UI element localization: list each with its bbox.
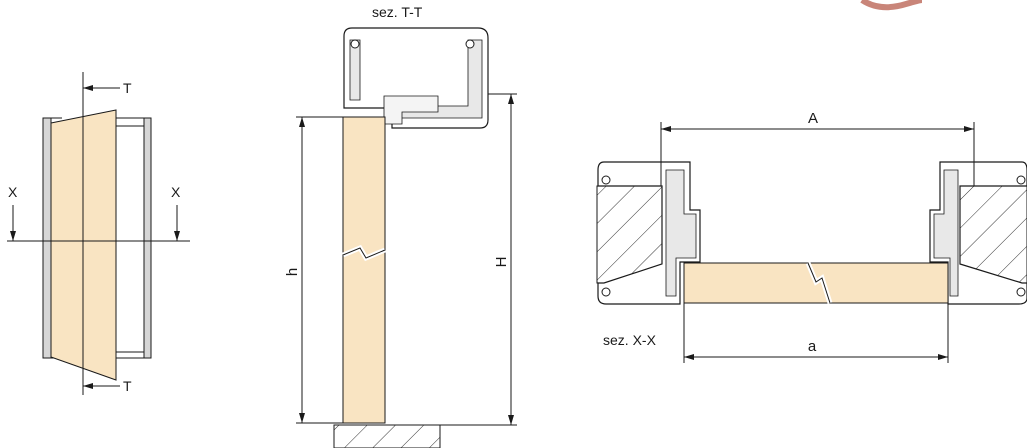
decorative-arc bbox=[860, 0, 923, 11]
dim-A-arrow-left bbox=[661, 126, 671, 132]
door-elevation-view: T T X X bbox=[7, 72, 190, 395]
cut-x-left-arrowhead bbox=[10, 231, 16, 241]
left-wall bbox=[596, 185, 663, 284]
section-x-title: sez. X-X bbox=[603, 332, 657, 348]
floor-slab bbox=[333, 424, 441, 448]
section-t-title: sez. T-T bbox=[372, 4, 423, 20]
right-jamb-inner bbox=[933, 169, 959, 297]
door-panel-section bbox=[342, 116, 386, 424]
dim-H-arrow-bottom bbox=[508, 415, 514, 425]
frame-right-jamb bbox=[143, 117, 152, 359]
cut-x-right-label: X bbox=[171, 184, 181, 200]
break-symbol-line bbox=[342, 247, 386, 259]
dim-h-arrow-top bbox=[299, 117, 305, 127]
dim-h-arrow-bottom bbox=[299, 413, 305, 423]
frame-outline bbox=[43, 117, 151, 359]
left-jamb-inner bbox=[665, 169, 697, 297]
dim-A-arrow-right bbox=[964, 126, 974, 132]
frame-screw bbox=[1016, 175, 1026, 185]
frame-screw bbox=[465, 39, 475, 49]
frame-screw bbox=[1016, 287, 1026, 297]
cut-t-top-label: T bbox=[123, 80, 132, 96]
frame-screw bbox=[601, 175, 611, 185]
dim-h-label: h bbox=[284, 268, 301, 276]
frame-screw bbox=[350, 39, 360, 49]
frame-left-jamb bbox=[42, 117, 52, 359]
cut-t-bottom-label: T bbox=[123, 378, 132, 394]
dim-a-label: a bbox=[808, 338, 817, 355]
section-t-t-view: sez. T-T h H bbox=[284, 4, 517, 448]
cut-x-left-label: X bbox=[8, 184, 18, 200]
lintel-frame-profile bbox=[343, 27, 489, 129]
cut-x-right-arrowhead bbox=[174, 231, 180, 241]
cut-t-top-arrowhead bbox=[83, 85, 93, 91]
break-symbol-line bbox=[807, 262, 831, 304]
section-x-x-view: A a sez. X-X bbox=[596, 110, 1027, 363]
cut-t-bottom-arrowhead bbox=[83, 383, 93, 389]
dim-A-label: A bbox=[808, 110, 818, 127]
dim-H-arrow-top bbox=[508, 94, 514, 104]
dim-a-arrow-left bbox=[684, 354, 694, 360]
dim-H-label: H bbox=[493, 257, 510, 268]
frame-screw bbox=[601, 287, 611, 297]
dim-a-arrow-right bbox=[938, 354, 948, 360]
